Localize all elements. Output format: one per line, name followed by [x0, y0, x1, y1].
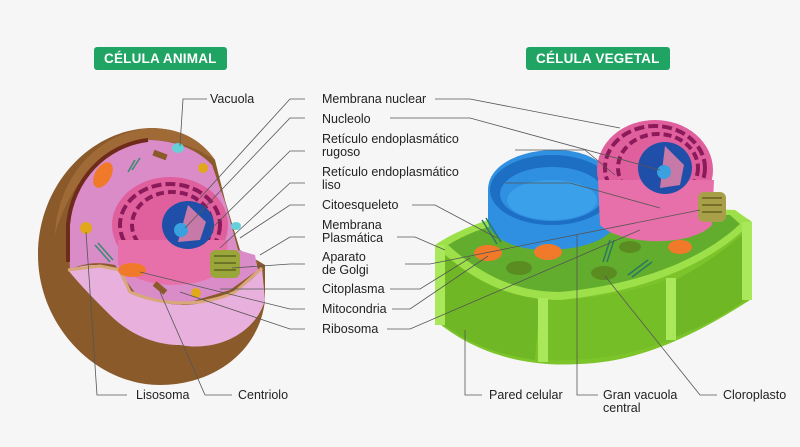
label-golgi-line1: Aparato	[322, 250, 366, 264]
animal-centriole	[152, 281, 168, 295]
plant-cell-illustration	[435, 120, 752, 365]
label-citoplasma: Citoplasma	[322, 282, 385, 296]
label-mitocondria: Mitocondria	[322, 302, 387, 316]
animal-golgi	[210, 250, 240, 278]
label-rer: Retículo endoplasmático rugoso	[322, 133, 459, 159]
label-membrana-plasmatica: Membrana Plasmática	[322, 219, 383, 245]
label-golgi-line2: de Golgi	[322, 263, 369, 277]
plant-golgi	[698, 192, 726, 222]
plant-mitochondria	[474, 245, 502, 261]
label-cloroplasto: Cloroplasto	[723, 388, 787, 402]
label-rel-line2: liso	[322, 178, 341, 192]
label-vacuola: Vacuola	[210, 92, 255, 106]
label-lisosoma: Lisosoma	[136, 388, 190, 402]
animal-cell-illustration	[38, 128, 265, 385]
label-membrana-nuclear: Membrana nuclear	[322, 92, 427, 106]
plant-nucleolus	[657, 165, 671, 179]
label-golgi: Aparato de Golgi	[322, 251, 369, 277]
label-rer-line1: Retículo endoplasmático	[322, 132, 459, 146]
label-nucleolo: Nucleolo	[322, 112, 371, 126]
label-pared-celular: Pared celular	[489, 388, 563, 402]
animal-lysosome	[80, 222, 92, 234]
label-rel-line1: Retículo endoplasmático	[322, 165, 459, 179]
animal-mitochondria	[118, 263, 146, 277]
label-rel: Retículo endoplasmático liso	[322, 166, 459, 192]
label-gran-vacuola: Gran vacuola central	[603, 389, 677, 415]
animal-nucleolus	[174, 223, 188, 237]
animal-cell-title: CÉLULA ANIMAL	[94, 47, 227, 70]
plant-cell-title: CÉLULA VEGETAL	[526, 47, 670, 70]
leader-lines	[85, 98, 717, 396]
label-ribosoma: Ribosoma	[322, 322, 379, 336]
label-gran-vacuola-line2: central	[603, 401, 641, 415]
plant-chloroplast	[506, 261, 532, 275]
label-membrana-plasmatica-line1: Membrana	[322, 218, 382, 232]
label-membrana-plasmatica-line2: Plasmática	[322, 231, 384, 245]
label-gran-vacuola-line1: Gran vacuola	[603, 388, 678, 402]
label-rer-line2: rugoso	[322, 145, 361, 159]
label-citoesqueleto: Citoesqueleto	[322, 198, 399, 212]
label-centriolo: Centriolo	[238, 388, 289, 402]
animal-vacuole	[172, 143, 184, 153]
